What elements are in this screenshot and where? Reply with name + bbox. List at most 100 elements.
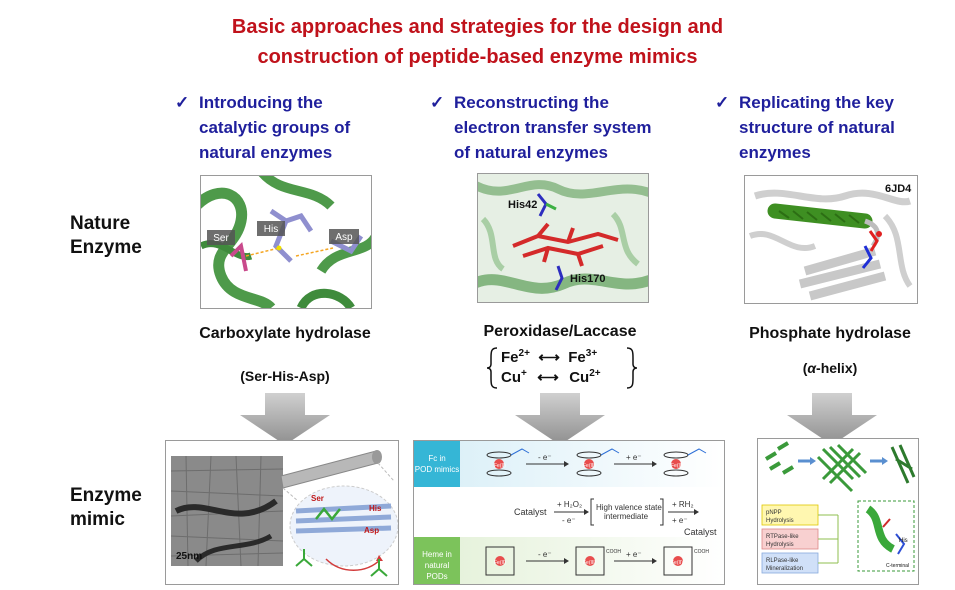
approach-1-line-3: natural enzymes <box>199 143 333 162</box>
enzyme-mimic-image-2: Fc in POD mimics Heme in natural PODs Fe… <box>413 440 725 585</box>
pnpp-hydrolysis-label: Hydrolysis <box>766 518 794 524</box>
redox-couples: Fe2+ ⟷ Fe3+ Cu+ ⟷ Cu2+ <box>487 346 637 390</box>
mid-step-plus: + e⁻ <box>672 516 688 525</box>
pnpp-label: pNPP <box>766 510 782 516</box>
rlpase-label: RLPase-like <box>766 558 799 564</box>
c-terminal-label: C-terminal <box>886 563 909 569</box>
down-arrow-icon <box>240 393 330 445</box>
row-label-mimic-line-2: mimic <box>70 509 125 530</box>
heme-row-label-line-1: Heme in <box>422 550 452 559</box>
row-label-enzyme-mimic: Enzyme mimic <box>70 484 142 532</box>
protein-structure-illustration: Ser His Asp <box>201 176 371 308</box>
double-arrow-icon: ⟷ <box>537 369 559 386</box>
approach-3: ✓ Replicating the key structure of natur… <box>715 90 945 170</box>
ferrocene-icon <box>486 448 530 477</box>
residue-label-ser: Ser <box>213 233 229 244</box>
intermediate-label-line-2: intermediate <box>604 512 649 521</box>
heme-step-minus: - e⁻ <box>538 550 552 559</box>
mid-step-minus: - e⁻ <box>562 516 576 525</box>
enzyme-name-phosphate-hydrolase: Phosphate hydrolase <box>749 325 911 342</box>
mimic-label-his: His <box>369 504 382 513</box>
heme-icon <box>663 546 693 576</box>
fc-row-label-line-2: POD mimics <box>414 465 460 474</box>
cu-left: Cu <box>501 369 521 386</box>
alpha-symbol: α <box>807 360 817 376</box>
fe-iii-label-1: Fe(III) <box>583 463 597 469</box>
cu-right: Cu <box>569 369 590 386</box>
rtpase-hydrolysis-label: Hydrolysis <box>766 542 794 548</box>
row-label-nature-enzyme: Nature Enzyme <box>70 212 142 260</box>
cu-left-charge: + <box>521 368 527 379</box>
residue-label-his170: His170 <box>570 273 605 285</box>
fe-ii-label-2: Fe(II) <box>671 463 683 469</box>
h2o2-label: + H₂O₂ <box>557 500 582 509</box>
brace-icon <box>487 347 637 389</box>
check-icon: ✓ <box>430 93 445 112</box>
pdb-id-label: 6JD4 <box>885 183 912 195</box>
rtpase-label: RTPase-like <box>766 534 799 540</box>
residue-label-asp: Asp <box>335 232 353 243</box>
subtitle-alpha-helix: (α-helix) <box>802 360 858 376</box>
approach-1-line-1: Introducing the <box>199 93 323 112</box>
fe-ii-label-3: Fe(II) <box>494 560 506 566</box>
title-line-2: construction of peptide-based enzyme mim… <box>257 46 698 68</box>
nature-enzyme-image-3: 6JD4 <box>744 175 918 304</box>
fe-left-charge: 2+ <box>518 348 530 359</box>
title-line-1: Basic approaches and strategies for the … <box>231 16 724 38</box>
heme-row-label: Heme in natural PODs <box>414 537 460 584</box>
cooh-label-2: COOH <box>694 549 709 555</box>
approach-3-line-2: structure of natural <box>739 118 895 137</box>
approach-2: ✓ Reconstructing the electron transfer s… <box>430 90 700 170</box>
page-title: Basic approaches and strategies for the … <box>0 12 955 72</box>
scale-bar-label: 25nm <box>176 551 202 562</box>
catalytic-cycle-illustration: Fe(II) Fe(III) Fe(II) - e⁻ + e⁻ Catalyst… <box>485 448 717 576</box>
approach-1: ✓ Introducing the catalytic groups of na… <box>175 90 435 170</box>
heme-row <box>414 537 724 584</box>
approach-2-line-2: electron transfer system <box>454 118 652 137</box>
heme-icon <box>575 546 605 576</box>
enzyme-mimic-image-3: pNPP Hydrolysis RTPase-like Hydrolysis R… <box>757 438 919 585</box>
nature-enzyme-image-2: His42 His170 <box>477 173 649 303</box>
fe-iii-label-2: Fe(III) <box>583 560 597 566</box>
mimic-label-asp: Asp <box>364 526 379 535</box>
mimic-label-his-3: His <box>899 538 908 544</box>
row-label-nature-line-1: Nature <box>70 213 131 234</box>
subtitle-ser-his-asp: (Ser-His-Asp) <box>240 368 330 384</box>
fe-ii-label-4: Fe(II) <box>671 560 683 566</box>
fe-ii-label-1: Fe(II) <box>494 463 506 469</box>
heme-step-plus: + e⁻ <box>626 550 642 559</box>
double-arrow-icon: ⟷ <box>538 349 560 366</box>
enzyme-name-peroxidase-laccase: Peroxidase/Laccase <box>483 323 637 340</box>
nanofiber-assembly-illustration: 25nm Ser His Asp <box>166 441 398 584</box>
heme-row-label-line-2: natural PODs <box>424 561 450 581</box>
fc-step-minus: - e⁻ <box>538 453 552 462</box>
down-arrow-icon <box>787 393 877 445</box>
heme-structure-illustration: His42 His170 <box>478 174 648 302</box>
approach-2-line-1: Reconstructing the <box>454 93 609 112</box>
fc-row-label-line-1: Fc in <box>428 454 446 463</box>
fc-step-plus: + e⁻ <box>626 453 642 462</box>
helix-assembly-illustration: pNPP Hydrolysis RTPase-like Hydrolysis R… <box>758 439 918 584</box>
mineralization-label: Mineralization <box>766 566 803 572</box>
check-icon: ✓ <box>715 93 730 112</box>
mimic-label-ser: Ser <box>311 494 324 503</box>
fe-right-charge: 3+ <box>585 348 598 359</box>
rh2-label: + RH₂ <box>672 500 694 509</box>
cooh-label-1: COOH <box>606 549 621 555</box>
intermediate-label-line-1: High valence state <box>596 503 662 512</box>
catalyst-label-left: Catalyst <box>514 507 547 517</box>
subtitle-helix-text: -helix <box>816 360 853 376</box>
approach-3-line-3: enzymes <box>739 143 811 162</box>
heme-icon <box>485 546 515 576</box>
check-icon: ✓ <box>175 93 190 112</box>
row-label-mimic-line-1: Enzyme <box>70 485 142 506</box>
enzyme-mimic-image-1: 25nm Ser His Asp <box>165 440 399 585</box>
ferrocene-icon <box>576 448 620 477</box>
fe-couple: Fe2+ ⟷ Fe3+ <box>501 348 597 366</box>
ferrocene-icon <box>663 448 707 477</box>
enzyme-name-carboxylate-hydrolase: Carboxylate hydrolase <box>199 325 371 342</box>
fe-right: Fe <box>568 349 586 366</box>
residue-label-his: His <box>264 224 278 235</box>
residue-label-his42: His42 <box>508 199 537 211</box>
row-label-nature-line-2: Enzyme <box>70 237 142 258</box>
